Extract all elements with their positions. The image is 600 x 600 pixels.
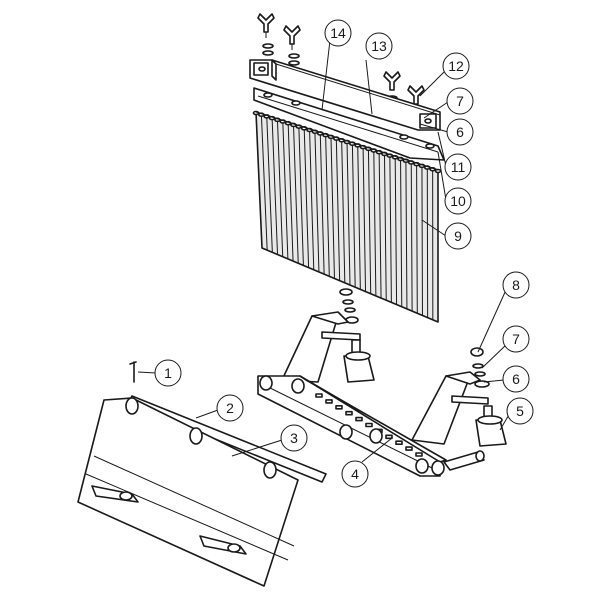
rail-slot <box>345 410 353 416</box>
rubber-bumper-right <box>475 405 507 447</box>
curtain-strip <box>260 113 268 251</box>
svg-text:4: 4 <box>351 466 359 482</box>
rail-slot <box>365 422 373 428</box>
curtain-strip <box>314 130 320 272</box>
curtain-strip <box>330 135 335 279</box>
hardware-right <box>470 347 490 388</box>
callout-4: 4 <box>341 460 369 488</box>
curtain-strip <box>276 118 284 257</box>
callout-1: 1 <box>154 359 182 387</box>
callout-11: 11 <box>444 153 472 181</box>
mounting-frame <box>257 311 489 477</box>
curtain-strip <box>410 161 413 312</box>
rail-slot <box>405 446 413 451</box>
wing-bolt-top-left <box>257 13 275 38</box>
wing-bolt-right-b <box>407 85 425 105</box>
curtain-strip <box>266 115 273 253</box>
svg-text:1: 1 <box>164 365 172 381</box>
curtain-strip <box>319 132 325 275</box>
callout-7-upper: 7 <box>446 87 474 115</box>
curtain-strip <box>421 164 423 316</box>
callout-8: 8 <box>502 271 530 299</box>
rail-slot <box>325 399 333 404</box>
svg-text:13: 13 <box>371 38 387 54</box>
curtain-strip <box>373 149 377 296</box>
curtain-strip <box>255 111 263 249</box>
svg-text:10: 10 <box>450 193 466 209</box>
callout-10: 10 <box>444 187 472 215</box>
curtain-strip <box>389 154 392 303</box>
svg-text:7: 7 <box>456 93 464 109</box>
svg-text:3: 3 <box>290 430 298 446</box>
svg-text:9: 9 <box>454 228 462 244</box>
callout-3: 3 <box>280 424 308 452</box>
rail-slot <box>385 434 393 440</box>
curtain-strip <box>303 127 310 268</box>
curtain-strip <box>335 137 341 281</box>
curtain-strip <box>400 158 403 307</box>
callout-9: 9 <box>444 222 472 250</box>
svg-text:5: 5 <box>516 403 524 419</box>
hardware-center <box>339 288 359 324</box>
callout-7-lower: 7 <box>502 325 530 353</box>
curtain-strip <box>341 139 346 283</box>
callout-6-upper: 6 <box>446 118 474 146</box>
curtain-strip <box>287 122 294 262</box>
curtain-strip <box>325 134 330 277</box>
svg-text:6: 6 <box>512 371 520 387</box>
curtain-strip <box>351 142 356 288</box>
curtain-strip <box>271 117 279 255</box>
callout-2: 2 <box>216 394 244 422</box>
svg-text:14: 14 <box>330 25 346 41</box>
curtain-strip <box>405 159 408 309</box>
curtain-strip <box>357 144 361 290</box>
svg-text:2: 2 <box>226 400 234 416</box>
curtain-strip <box>383 152 387 301</box>
curtain-strip <box>367 147 372 294</box>
curtain-strip <box>309 129 315 270</box>
wing-bolt-top-center <box>283 25 301 50</box>
rail-slot <box>395 440 403 446</box>
rail-slot <box>355 416 363 422</box>
rail-slot <box>315 393 323 398</box>
callout-12: 12 <box>442 52 470 80</box>
svg-text:6: 6 <box>456 124 464 140</box>
rail-slot <box>415 452 423 457</box>
callout-5: 5 <box>506 397 534 425</box>
svg-text:11: 11 <box>451 159 466 175</box>
callout-14: 14 <box>324 19 352 47</box>
leader-lines <box>137 39 511 463</box>
curtain-strip <box>298 125 304 266</box>
svg-text:12: 12 <box>448 58 464 74</box>
svg-text:7: 7 <box>512 331 520 347</box>
curtain-strip <box>362 146 367 292</box>
clamp-strip <box>253 87 445 161</box>
cover-plate <box>77 397 299 587</box>
curtain-strip <box>378 151 382 299</box>
pin <box>129 361 137 383</box>
rubber-bumper-left <box>343 339 375 383</box>
callout-13: 13 <box>365 32 393 60</box>
callout-6-lower: 6 <box>502 365 530 393</box>
curtain-strip <box>292 123 299 264</box>
strip-curtain <box>252 110 442 323</box>
curtain-strip <box>416 163 418 314</box>
rail-slot <box>335 404 343 410</box>
curtain-strip <box>346 140 351 286</box>
svg-text:8: 8 <box>512 277 520 293</box>
wing-bolt-right-a <box>383 71 401 91</box>
curtain-strip <box>394 156 398 305</box>
curtain-strip <box>282 120 289 259</box>
